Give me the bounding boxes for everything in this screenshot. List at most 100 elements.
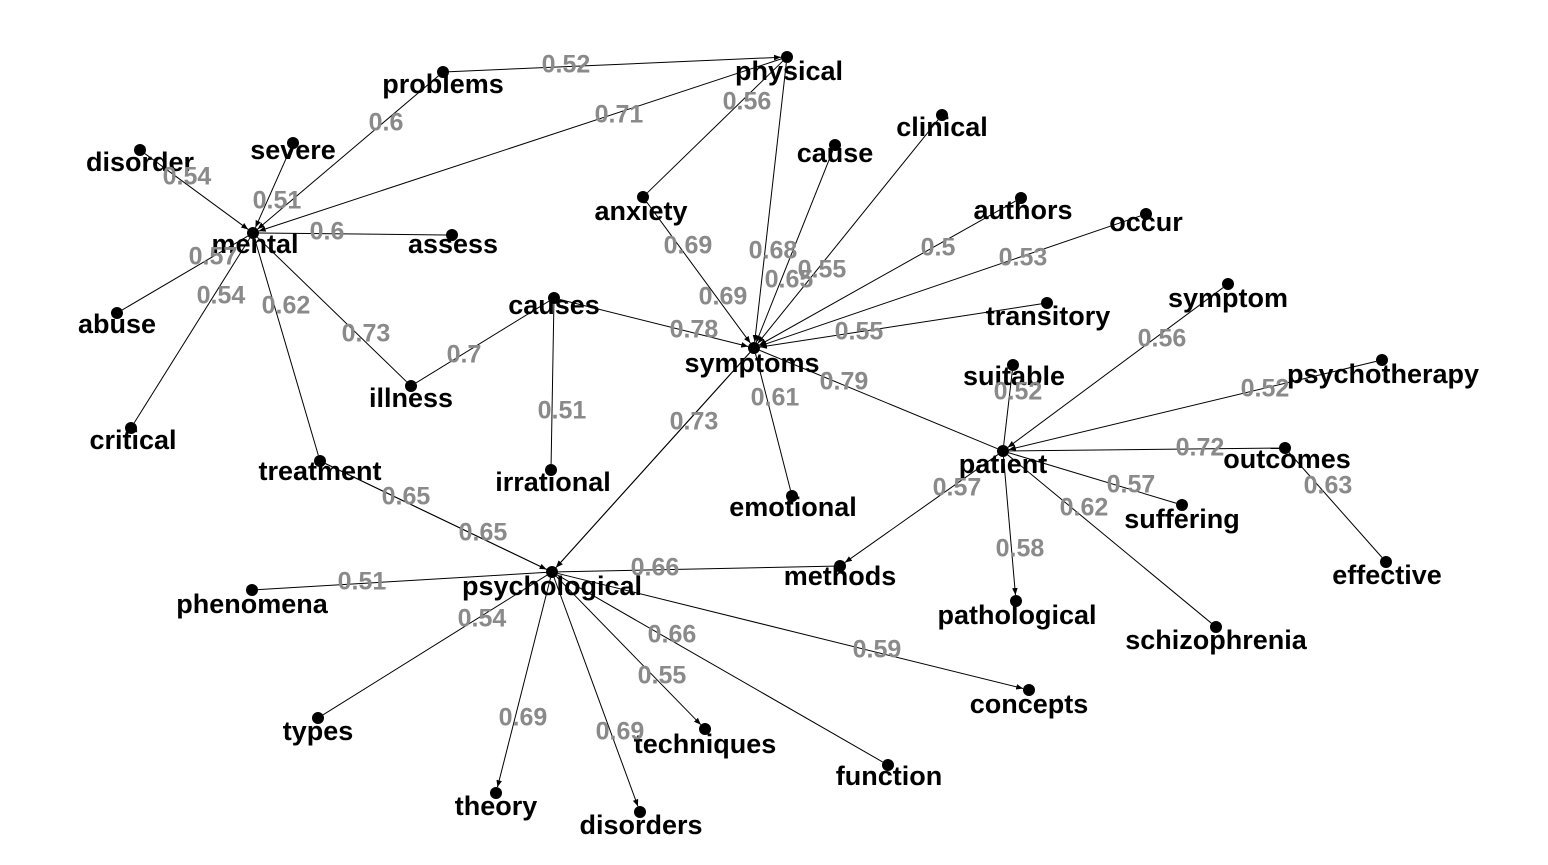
node-label-symptoms: symptoms	[684, 348, 819, 378]
node-types	[312, 712, 324, 724]
node-label-cause: cause	[797, 138, 874, 168]
node-label-methods: methods	[784, 561, 897, 591]
node-label-patient: patient	[959, 449, 1048, 479]
node-authors	[1015, 192, 1027, 204]
edge-mental-assess	[258, 232, 447, 236]
edge-patient-outcomes	[1008, 447, 1280, 452]
node-outcomes	[1279, 442, 1291, 454]
edge-mental-illness	[256, 236, 408, 383]
edge-weight-label: 0.52	[1241, 375, 1290, 403]
edge-causes-symptoms	[559, 298, 749, 348]
node-label-pathological: pathological	[937, 600, 1096, 630]
edge-problems-physical	[448, 54, 782, 73]
edge-transitory-symptoms	[759, 303, 1042, 349]
edge-weight-label: 0.56	[723, 88, 772, 116]
node-label-assess: assess	[408, 229, 498, 259]
node-label-disorder: disorder	[86, 147, 195, 177]
node-emotional	[786, 490, 798, 502]
edge-problems-mental	[257, 75, 439, 230]
node-label-theory: theory	[455, 791, 538, 821]
edge-causes-illness	[415, 300, 550, 384]
edge-symptoms-patient	[759, 349, 998, 450]
node-causes	[548, 292, 560, 304]
edge-weight-label: 0.73	[670, 408, 719, 436]
edge-weight-label: 0.66	[648, 621, 697, 649]
edge-weight-label: 0.56	[1138, 325, 1187, 353]
node-severe	[287, 137, 299, 149]
edge-weight-label: 0.65	[459, 519, 508, 547]
nodes-layer	[111, 51, 1392, 818]
node-label-anxiety: anxiety	[594, 196, 687, 226]
node-psychological	[546, 566, 558, 578]
node-physical	[781, 51, 793, 63]
edge-weight-label: 0.52	[542, 51, 591, 79]
edge-weight-label: 0.7	[447, 341, 482, 369]
edge-cause-symptoms	[755, 150, 834, 343]
node-suitable	[1007, 359, 1019, 371]
edge-psychological-theory	[496, 577, 552, 788]
node-label-psychological: psychological	[462, 571, 642, 601]
node-occur	[1140, 208, 1152, 220]
node-label-illness: illness	[369, 383, 453, 413]
node-label-outcomes: outcomes	[1223, 444, 1351, 474]
edge-psychological-methods	[557, 565, 835, 573]
edge-phenomena-psychological	[257, 571, 547, 591]
node-patient	[997, 445, 1009, 457]
edge-physical-mental	[258, 58, 782, 232]
edge-weight-label: 0.51	[253, 187, 302, 215]
edge-psychological-function	[556, 574, 884, 763]
edge-weight-label: 0.62	[1060, 494, 1109, 522]
edge-psychological-techniques	[555, 575, 702, 726]
edge-weight-label: 0.68	[749, 237, 798, 265]
node-mental	[247, 227, 259, 239]
edge-weight-label: 0.69	[596, 718, 645, 746]
node-label-causes: causes	[508, 290, 600, 320]
node-schizophrenia	[1210, 621, 1222, 633]
edge-clinical-symptoms	[757, 119, 939, 344]
edge-weight-label: 0.57	[189, 243, 238, 271]
node-label-critical: critical	[89, 425, 176, 455]
edge-mental-critical	[133, 237, 251, 424]
edge-mental-treatment	[254, 238, 319, 456]
node-label-clinical: clinical	[896, 112, 988, 142]
node-transitory	[1041, 297, 1053, 309]
node-label-concepts: concepts	[970, 689, 1089, 719]
node-theory	[490, 787, 502, 799]
node-critical	[125, 422, 137, 434]
edge-weight-label: 0.58	[996, 535, 1045, 563]
node-label-authors: authors	[973, 195, 1072, 225]
node-suffering	[1176, 499, 1188, 511]
node-concepts	[1023, 684, 1035, 696]
edge-treatment-psychological	[325, 463, 547, 570]
node-psychotherapy	[1376, 354, 1388, 366]
edge-disorder-mental	[144, 153, 249, 230]
node-function	[882, 759, 894, 771]
edge-mental-abuse	[121, 235, 249, 311]
edge-weight-label: 0.57	[933, 474, 982, 502]
edge-patient-pathological	[1003, 456, 1018, 596]
node-disorders	[634, 806, 646, 818]
edge-weight-label: 0.63	[1304, 472, 1353, 500]
node-problems	[437, 66, 449, 78]
node-label-psychotherapy: psychotherapy	[1287, 359, 1479, 389]
edge-occur-symptoms	[759, 215, 1141, 347]
edge-weight-label: 0.54	[458, 605, 507, 633]
edge-weight-label: 0.79	[820, 368, 869, 396]
edge-weight-label: 0.5	[921, 234, 956, 262]
edge-authors-symptoms	[758, 200, 1017, 346]
edge-psychotherapy-patient	[1008, 360, 1377, 451]
edge-weight-label: 0.51	[538, 397, 587, 425]
node-label-severe: severe	[250, 135, 336, 165]
node-cause	[829, 139, 841, 151]
edge-weight-label: 0.66	[631, 554, 680, 582]
node-label-symptom: symptom	[1168, 283, 1288, 313]
node-label-occur: occur	[1109, 207, 1183, 237]
edge-weight-label: 0.55	[798, 256, 847, 284]
node-label-emotional: emotional	[729, 492, 857, 522]
edge-weight-label: 0.65	[765, 266, 814, 294]
edge-weight-label: 0.57	[1107, 471, 1156, 499]
edge-psychological-concepts	[557, 572, 1024, 690]
edge-patient-schizophrenia	[1007, 454, 1212, 624]
